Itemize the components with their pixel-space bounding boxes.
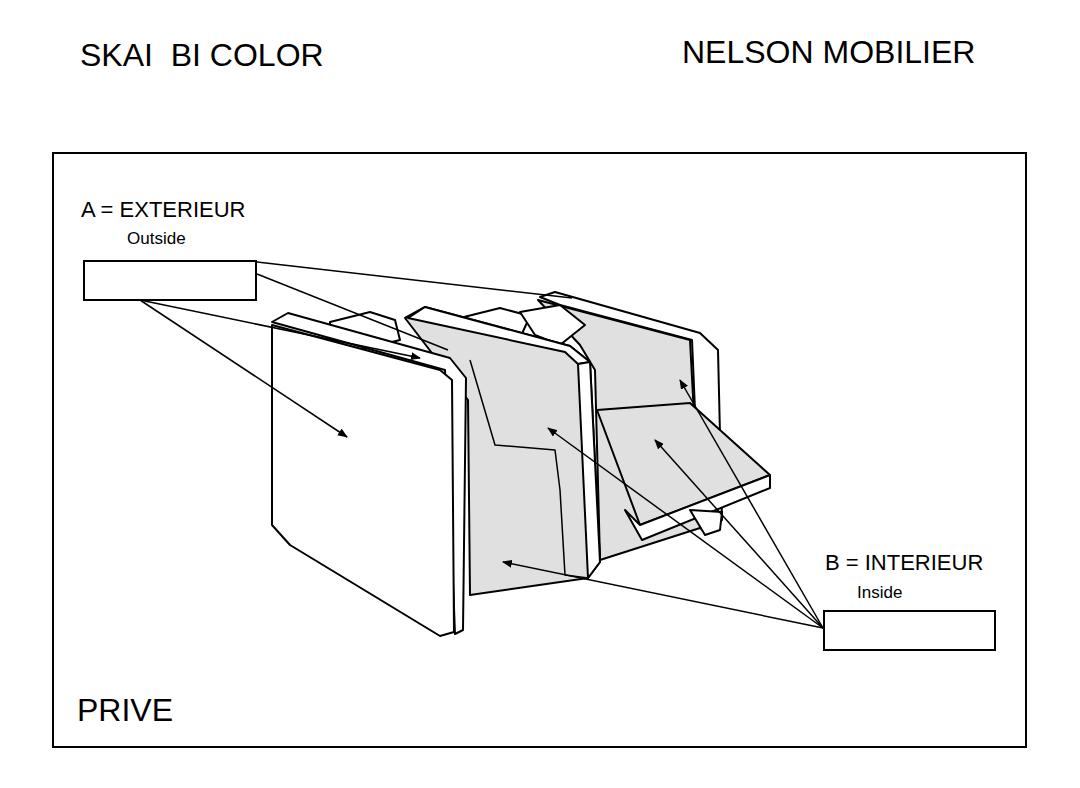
empty-field [83,260,257,301]
label-box: B = INTERIEUR Inside [818,552,996,651]
field-heading: A = EXTERIEUR [81,199,245,221]
leader-lines [140,262,823,628]
field-subheading: Outside [127,230,186,247]
field-heading: B = INTERIEUR [825,552,983,574]
label-box: A = EXTERIEUR Outside [78,199,257,301]
company-name: NELSON MOBILIER [682,36,975,68]
title: SKAI BI COLOR [80,39,324,71]
note: PRIVE [77,694,173,726]
frame [53,153,1026,747]
empty-field [823,610,996,651]
field-subheading: Inside [857,584,902,601]
sofa [272,292,770,636]
